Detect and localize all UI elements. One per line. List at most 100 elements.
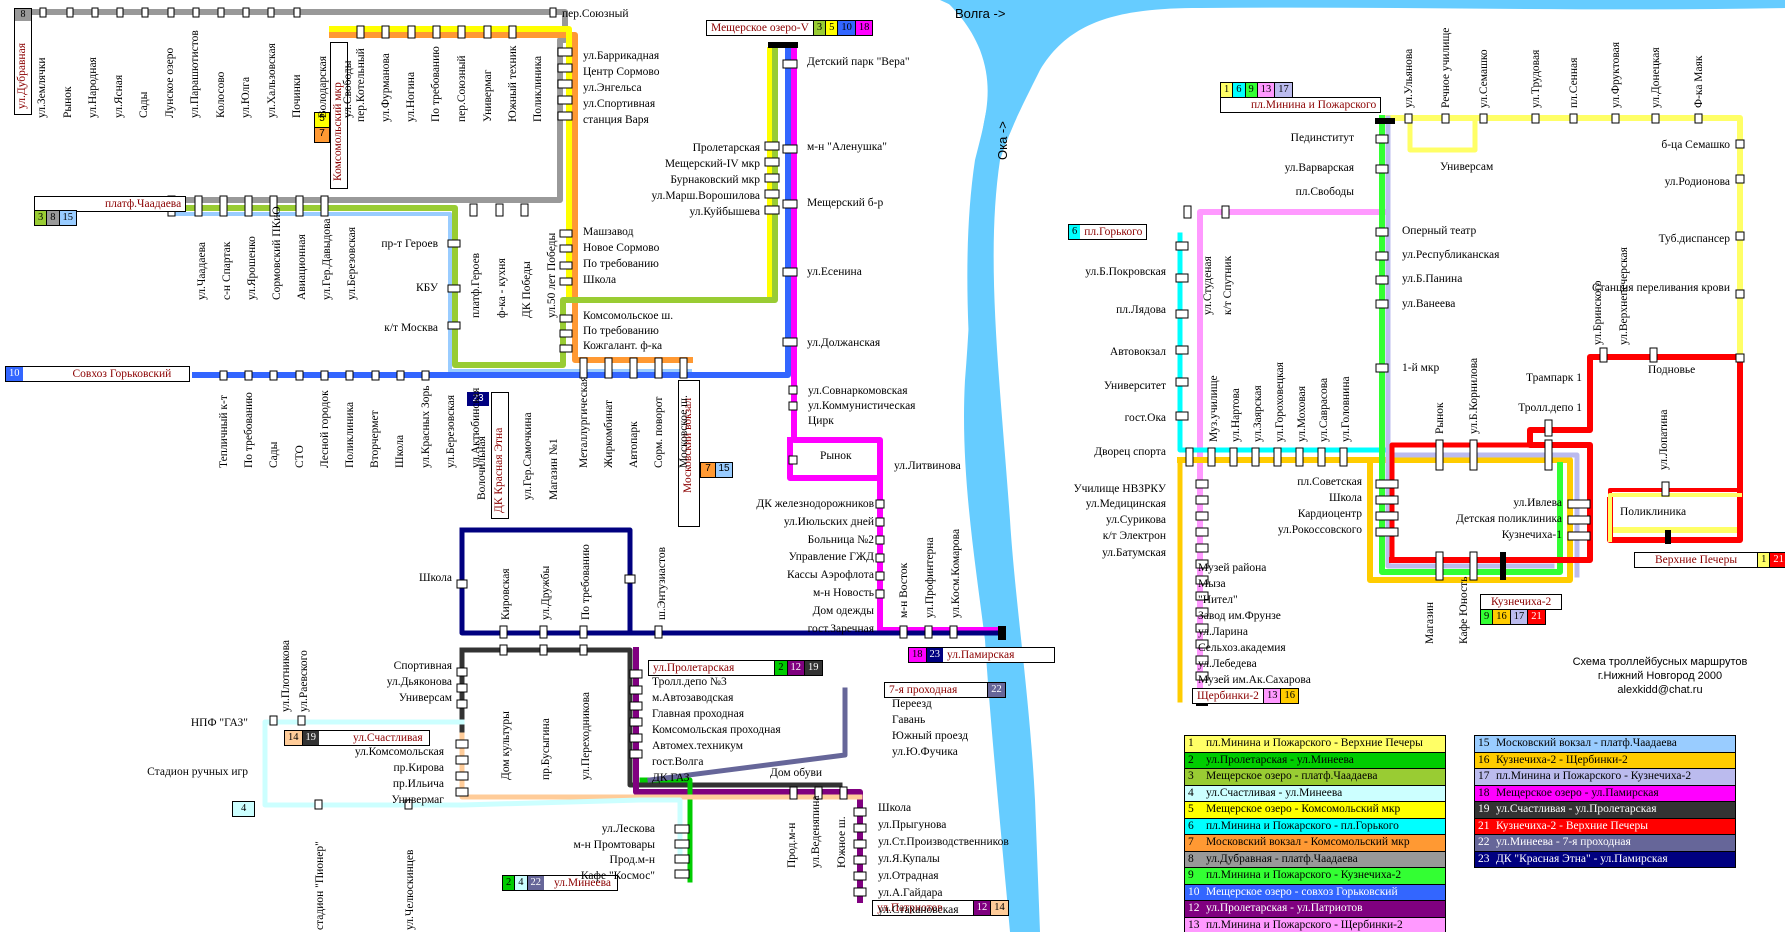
terminal-dubravnaya[interactable]: 8 ул.Дубравная <box>14 8 32 115</box>
route-23-badge: 23 <box>467 392 489 406</box>
stop-label: ул.Есенина <box>807 266 862 278</box>
route-number: 6 <box>1232 83 1245 97</box>
stop-label: ул.Дьяконова <box>386 676 452 688</box>
route-number: 1 <box>1221 83 1233 97</box>
legend-route-text: ул.Счастливая - ул.Пролетарская <box>1496 803 1657 815</box>
oka-river <box>945 0 1020 700</box>
route-8-line <box>29 9 568 203</box>
terminal-gorkogo[interactable]: 6 пл.Горького <box>1068 224 1148 240</box>
stop-label: ул.Профинтерна <box>924 537 936 618</box>
stop-label: Муз.училище <box>1208 375 1220 442</box>
stop-label: ул.Стахановская <box>878 904 959 916</box>
stop-label: По требованию <box>580 544 592 620</box>
legend-route-number: 18 <box>1478 786 1490 799</box>
stop-label: к/т Электрон <box>1102 530 1166 542</box>
legend-route-number: 4 <box>1188 786 1194 799</box>
stop-label: ул.Красных Зорь <box>420 385 432 469</box>
stop-label: гост.Заречная <box>807 623 874 635</box>
legend-route-number: 12 <box>1188 902 1200 914</box>
stop-label: Сорм. поворот <box>653 396 665 468</box>
stop-label: СТО <box>294 445 306 468</box>
terminal-chaadaeva[interactable]: платф.Чаадаева <box>34 196 187 212</box>
route-number: 4 <box>514 876 527 890</box>
stop-label: Школа <box>1328 492 1362 504</box>
terminal-etna[interactable]: ДК Красная Этна <box>491 392 509 519</box>
route-number: 4 <box>233 802 255 816</box>
route-number: 13 <box>1256 83 1275 97</box>
stop-label: ул.Челюскинцев <box>404 849 416 930</box>
terminal-name: ул.Дубравная <box>16 43 28 109</box>
stop-label: Трампарк 1 <box>1526 372 1582 384</box>
stop-label: Починки <box>291 74 303 118</box>
legend-route-text: ул.Дубравная - платф.Чаадаева <box>1206 852 1358 865</box>
legend-route-number: 16 <box>1478 753 1490 766</box>
stop-label: ул.Лопатина <box>1658 409 1670 470</box>
stop-label: Дворец спорта <box>1094 446 1166 458</box>
legend-route-text: ДК "Красная Этна" - ул.Памирская <box>1496 852 1668 865</box>
terminal-name: платф.Чаадаева <box>105 198 182 210</box>
stop-label: Переезд <box>892 698 932 710</box>
stop-label: Прод.м-н <box>786 822 798 868</box>
stop-label: ул.Отрадная <box>878 870 939 882</box>
stop-label: м-н Новость <box>813 587 874 599</box>
stop-label: ул.Ивлева <box>1513 497 1562 509</box>
terminal-name: ул.Патриотов <box>877 902 943 914</box>
legend-route-text: ул.Пролетарская - ул.Патриотов <box>1206 902 1363 914</box>
terminal-kuznechikha2[interactable]: Кузнечиха-2 <box>1480 594 1563 610</box>
stop-label: Кардиоцентр <box>1297 508 1362 520</box>
credits-title: Схема троллейбусных маршрутов <box>1572 656 1748 668</box>
route-number: 9 <box>1481 610 1493 624</box>
terminal-schastlivaya[interactable]: 14 19 ул.Счастливая <box>284 730 430 746</box>
stop-label: Сормовский ПКиО <box>271 206 283 300</box>
stop-label: ДК ГАЗ <box>652 772 690 784</box>
terminal-meschera[interactable]: Мещерское озеро-V 3 5 10 18 <box>706 20 874 36</box>
stop-label: Московское ш. <box>678 395 690 468</box>
terminal-scherbinki[interactable]: Щербинки-2 13 16 <box>1192 688 1299 704</box>
stop-label: б-ца Семашко <box>1661 139 1730 151</box>
terminal-proletarskaya[interactable]: ул.Пролетарская 2 12 19 <box>648 660 823 676</box>
terminal-prohodnaya[interactable]: 7-я проходная 22 <box>884 682 1006 698</box>
stop-label: Тролл.депо №3 <box>652 676 727 688</box>
terminal-patriotov[interactable]: ул.Патриотов 12 14 <box>872 900 1009 916</box>
stop-label: ДК Победы <box>521 261 533 318</box>
stop-label: Спортивная <box>393 660 452 672</box>
terminal-sovkhoz[interactable]: 10 Совхоз Горьковский <box>5 366 191 382</box>
terminal-name: Верхние Печеры <box>1655 554 1738 566</box>
stop-label: Мыза <box>1198 578 1226 590</box>
stop-label: с-н Спартак <box>221 241 233 300</box>
legend-route-text: Мещерское озеро - совхоз Горьковский <box>1206 885 1398 898</box>
stop-label: ул.Верхнепечерская <box>1618 247 1630 345</box>
stop-label: ул.Гер.Давыдова <box>321 218 333 300</box>
stop-label: Училище НВЗРКУ <box>1073 483 1166 495</box>
volga-label: Волга -> <box>955 6 1006 21</box>
legend-route-number: 9 <box>1188 869 1194 881</box>
stop-label: ул.Косм.Комарова <box>950 528 962 618</box>
stop-label: Цирк <box>808 415 834 427</box>
terminal-pamirskaya[interactable]: 18 23 ул.Памирская <box>908 647 1056 663</box>
stop-label: Поликлиника <box>532 55 544 122</box>
stop-label: Детская поликлиника <box>1456 513 1562 525</box>
stop-label: ул.Б.Панина <box>1402 273 1463 285</box>
stop-label: к/т Москва <box>384 322 438 334</box>
terminal-name: пл.Горького <box>1084 226 1143 238</box>
terminal-komsomolsky[interactable]: Комсомольский мкр <box>330 42 348 189</box>
terminal-mineeva[interactable]: 2 4 22 ул.Минеева <box>502 875 618 891</box>
terminal-verhnie[interactable]: Верхние Печеры 1 21 <box>1634 552 1785 568</box>
stop-label: ул.Республиканская <box>1402 249 1500 261</box>
stop-label: Комсомольская проходная <box>652 724 781 736</box>
route-number: 13 <box>1262 689 1281 703</box>
stop-label: ул.Юлга <box>240 76 252 118</box>
route-number: 3 <box>812 21 826 35</box>
terminal-route4[interactable]: 4 <box>232 801 256 817</box>
stop-label: пр-т Героев <box>381 238 438 250</box>
terminal-moskovsky[interactable]: Московский вокзал <box>678 380 700 527</box>
stop-label: пл.Свободы <box>1295 186 1354 198</box>
stop-label: Рынок <box>1434 402 1446 434</box>
route-18-loop <box>787 437 883 481</box>
terminal-minina[interactable]: пл.Минина и Пожарского <box>1220 97 1382 113</box>
